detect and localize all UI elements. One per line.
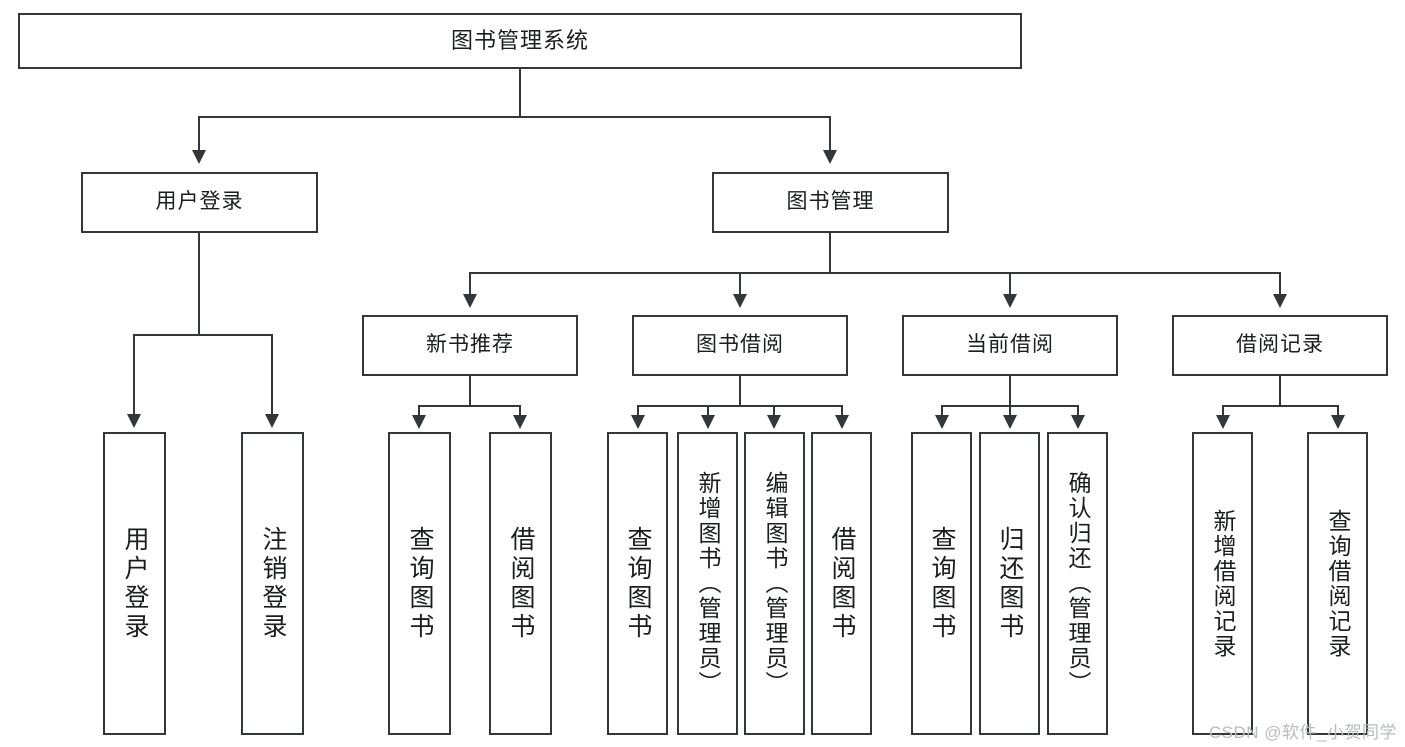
leaf-query-book-new-recommend[interactable]: 查询图书 bbox=[388, 432, 451, 735]
arrow-borrow-book-2 bbox=[835, 415, 849, 429]
arrow-return-book bbox=[1003, 415, 1017, 429]
node-label: 图书管理系统 bbox=[450, 28, 589, 54]
node-label: 归还图书 bbox=[996, 525, 1024, 642]
arrow-current-borrow bbox=[1003, 294, 1017, 308]
leaf-add-book-admin[interactable]: 新增图书（管理员） bbox=[677, 432, 738, 735]
arrow-book-borrow bbox=[733, 294, 747, 308]
arrow-query-book-1 bbox=[412, 415, 426, 429]
node-root-book-management-system[interactable]: 图书管理系统 bbox=[18, 13, 1022, 69]
connector-drop-query-book-1 bbox=[418, 405, 420, 419]
connector-drop-borrow-record bbox=[1279, 272, 1281, 298]
node-label: 新书推荐 bbox=[426, 333, 514, 357]
leaf-add-borrow-record[interactable]: 新增借阅记录 bbox=[1192, 432, 1253, 735]
connector-drop-user-login bbox=[198, 116, 200, 154]
arrow-edit-book bbox=[767, 415, 781, 429]
node-label: 借阅记录 bbox=[1236, 333, 1324, 357]
leaf-logout[interactable]: 注销登录 bbox=[241, 432, 304, 735]
arrow-borrow-record bbox=[1273, 294, 1287, 308]
connector-level2-bus bbox=[469, 272, 1280, 274]
leaf-query-book-current[interactable]: 查询图书 bbox=[911, 432, 972, 735]
connector-drop-add-book bbox=[707, 405, 709, 419]
connector-drop-edit-book bbox=[773, 405, 775, 419]
leaf-borrow-book-borrow[interactable]: 借阅图书 bbox=[811, 432, 872, 735]
connector-root-stem bbox=[519, 69, 521, 117]
watermark-text: CSDN @软件_小贺同学 bbox=[1208, 723, 1397, 742]
node-label: 注销登录 bbox=[259, 525, 287, 642]
node-label: 新增图书（管理员） bbox=[695, 471, 721, 696]
leaf-return-book[interactable]: 归还图书 bbox=[979, 432, 1040, 735]
connector-book-borrow-bus bbox=[637, 405, 843, 407]
connector-level1-bus bbox=[198, 116, 830, 118]
node-user-login[interactable]: 用户登录 bbox=[81, 172, 318, 233]
connector-drop-confirm-return bbox=[1077, 405, 1079, 419]
connector-drop-query-book-3 bbox=[941, 405, 943, 419]
leaf-edit-book-admin[interactable]: 编辑图书（管理员） bbox=[744, 432, 805, 735]
arrow-new-book-recommend bbox=[463, 294, 477, 308]
connector-drop-new-book bbox=[469, 272, 471, 298]
arrow-query-book-3 bbox=[935, 415, 949, 429]
connector-user-login-bus bbox=[133, 334, 272, 336]
arrow-add-book bbox=[701, 415, 715, 429]
connector-drop-leaf-user-login bbox=[133, 334, 135, 418]
node-label: 图书管理 bbox=[786, 190, 875, 214]
arrow-query-borrow-record bbox=[1331, 415, 1345, 429]
connector-drop-borrow-book-2 bbox=[841, 405, 843, 419]
node-label: 查询图书 bbox=[928, 525, 956, 642]
connector-new-book-bus bbox=[418, 405, 521, 407]
arrow-leaf-user-login bbox=[127, 414, 141, 428]
leaf-query-book-borrow[interactable]: 查询图书 bbox=[607, 432, 668, 735]
connector-user-login-stem bbox=[198, 233, 200, 335]
leaf-query-borrow-record[interactable]: 查询借阅记录 bbox=[1307, 432, 1368, 735]
node-label: 确认归还（管理员） bbox=[1065, 471, 1091, 696]
node-book-management[interactable]: 图书管理 bbox=[712, 172, 949, 233]
leaf-confirm-return-admin[interactable]: 确认归还（管理员） bbox=[1047, 432, 1108, 735]
connector-drop-borrow-book-1 bbox=[519, 405, 521, 419]
leaf-borrow-book-new-recommend[interactable]: 借阅图书 bbox=[489, 432, 552, 735]
connector-borrow-record-bus bbox=[1222, 405, 1338, 407]
connector-drop-return-book bbox=[1009, 405, 1011, 419]
arrow-query-book-2 bbox=[631, 415, 645, 429]
connector-book-borrow-stem bbox=[739, 376, 741, 406]
connector-drop-query-record bbox=[1337, 405, 1339, 419]
arrow-borrow-book-1 bbox=[513, 415, 527, 429]
connector-book-management-stem bbox=[829, 233, 831, 273]
connector-current-borrow-stem bbox=[1009, 376, 1011, 406]
node-label: 查询图书 bbox=[406, 525, 434, 642]
node-label: 用户登录 bbox=[121, 525, 149, 642]
connector-drop-add-record bbox=[1222, 405, 1224, 419]
node-book-borrow[interactable]: 图书借阅 bbox=[632, 315, 848, 376]
node-label: 借阅图书 bbox=[828, 525, 856, 642]
node-label: 查询借阅记录 bbox=[1325, 508, 1351, 659]
connector-borrow-record-stem bbox=[1279, 376, 1281, 406]
node-borrow-record[interactable]: 借阅记录 bbox=[1172, 315, 1388, 376]
node-current-borrow[interactable]: 当前借阅 bbox=[902, 315, 1118, 376]
connector-new-book-stem bbox=[469, 376, 471, 406]
node-label: 新增借阅记录 bbox=[1210, 508, 1236, 659]
connector-drop-current-borrow bbox=[1009, 272, 1011, 298]
connector-drop-leaf-logout bbox=[271, 334, 273, 418]
node-label: 用户登录 bbox=[155, 190, 244, 214]
connector-drop-book-borrow bbox=[739, 272, 741, 298]
arrow-add-borrow-record bbox=[1216, 415, 1230, 429]
connector-drop-query-book-2 bbox=[637, 405, 639, 419]
node-label: 图书借阅 bbox=[696, 333, 784, 357]
node-new-book-recommend[interactable]: 新书推荐 bbox=[362, 315, 578, 376]
arrow-book-management bbox=[823, 150, 837, 164]
arrow-leaf-logout bbox=[265, 414, 279, 428]
arrow-user-login bbox=[192, 150, 206, 164]
leaf-user-login[interactable]: 用户登录 bbox=[103, 432, 166, 735]
node-label: 编辑图书（管理员） bbox=[762, 471, 788, 696]
connector-drop-book-management bbox=[829, 116, 831, 154]
node-label: 借阅图书 bbox=[507, 525, 535, 642]
node-label: 查询图书 bbox=[624, 525, 652, 642]
node-label: 当前借阅 bbox=[966, 333, 1054, 357]
arrow-confirm-return bbox=[1071, 415, 1085, 429]
